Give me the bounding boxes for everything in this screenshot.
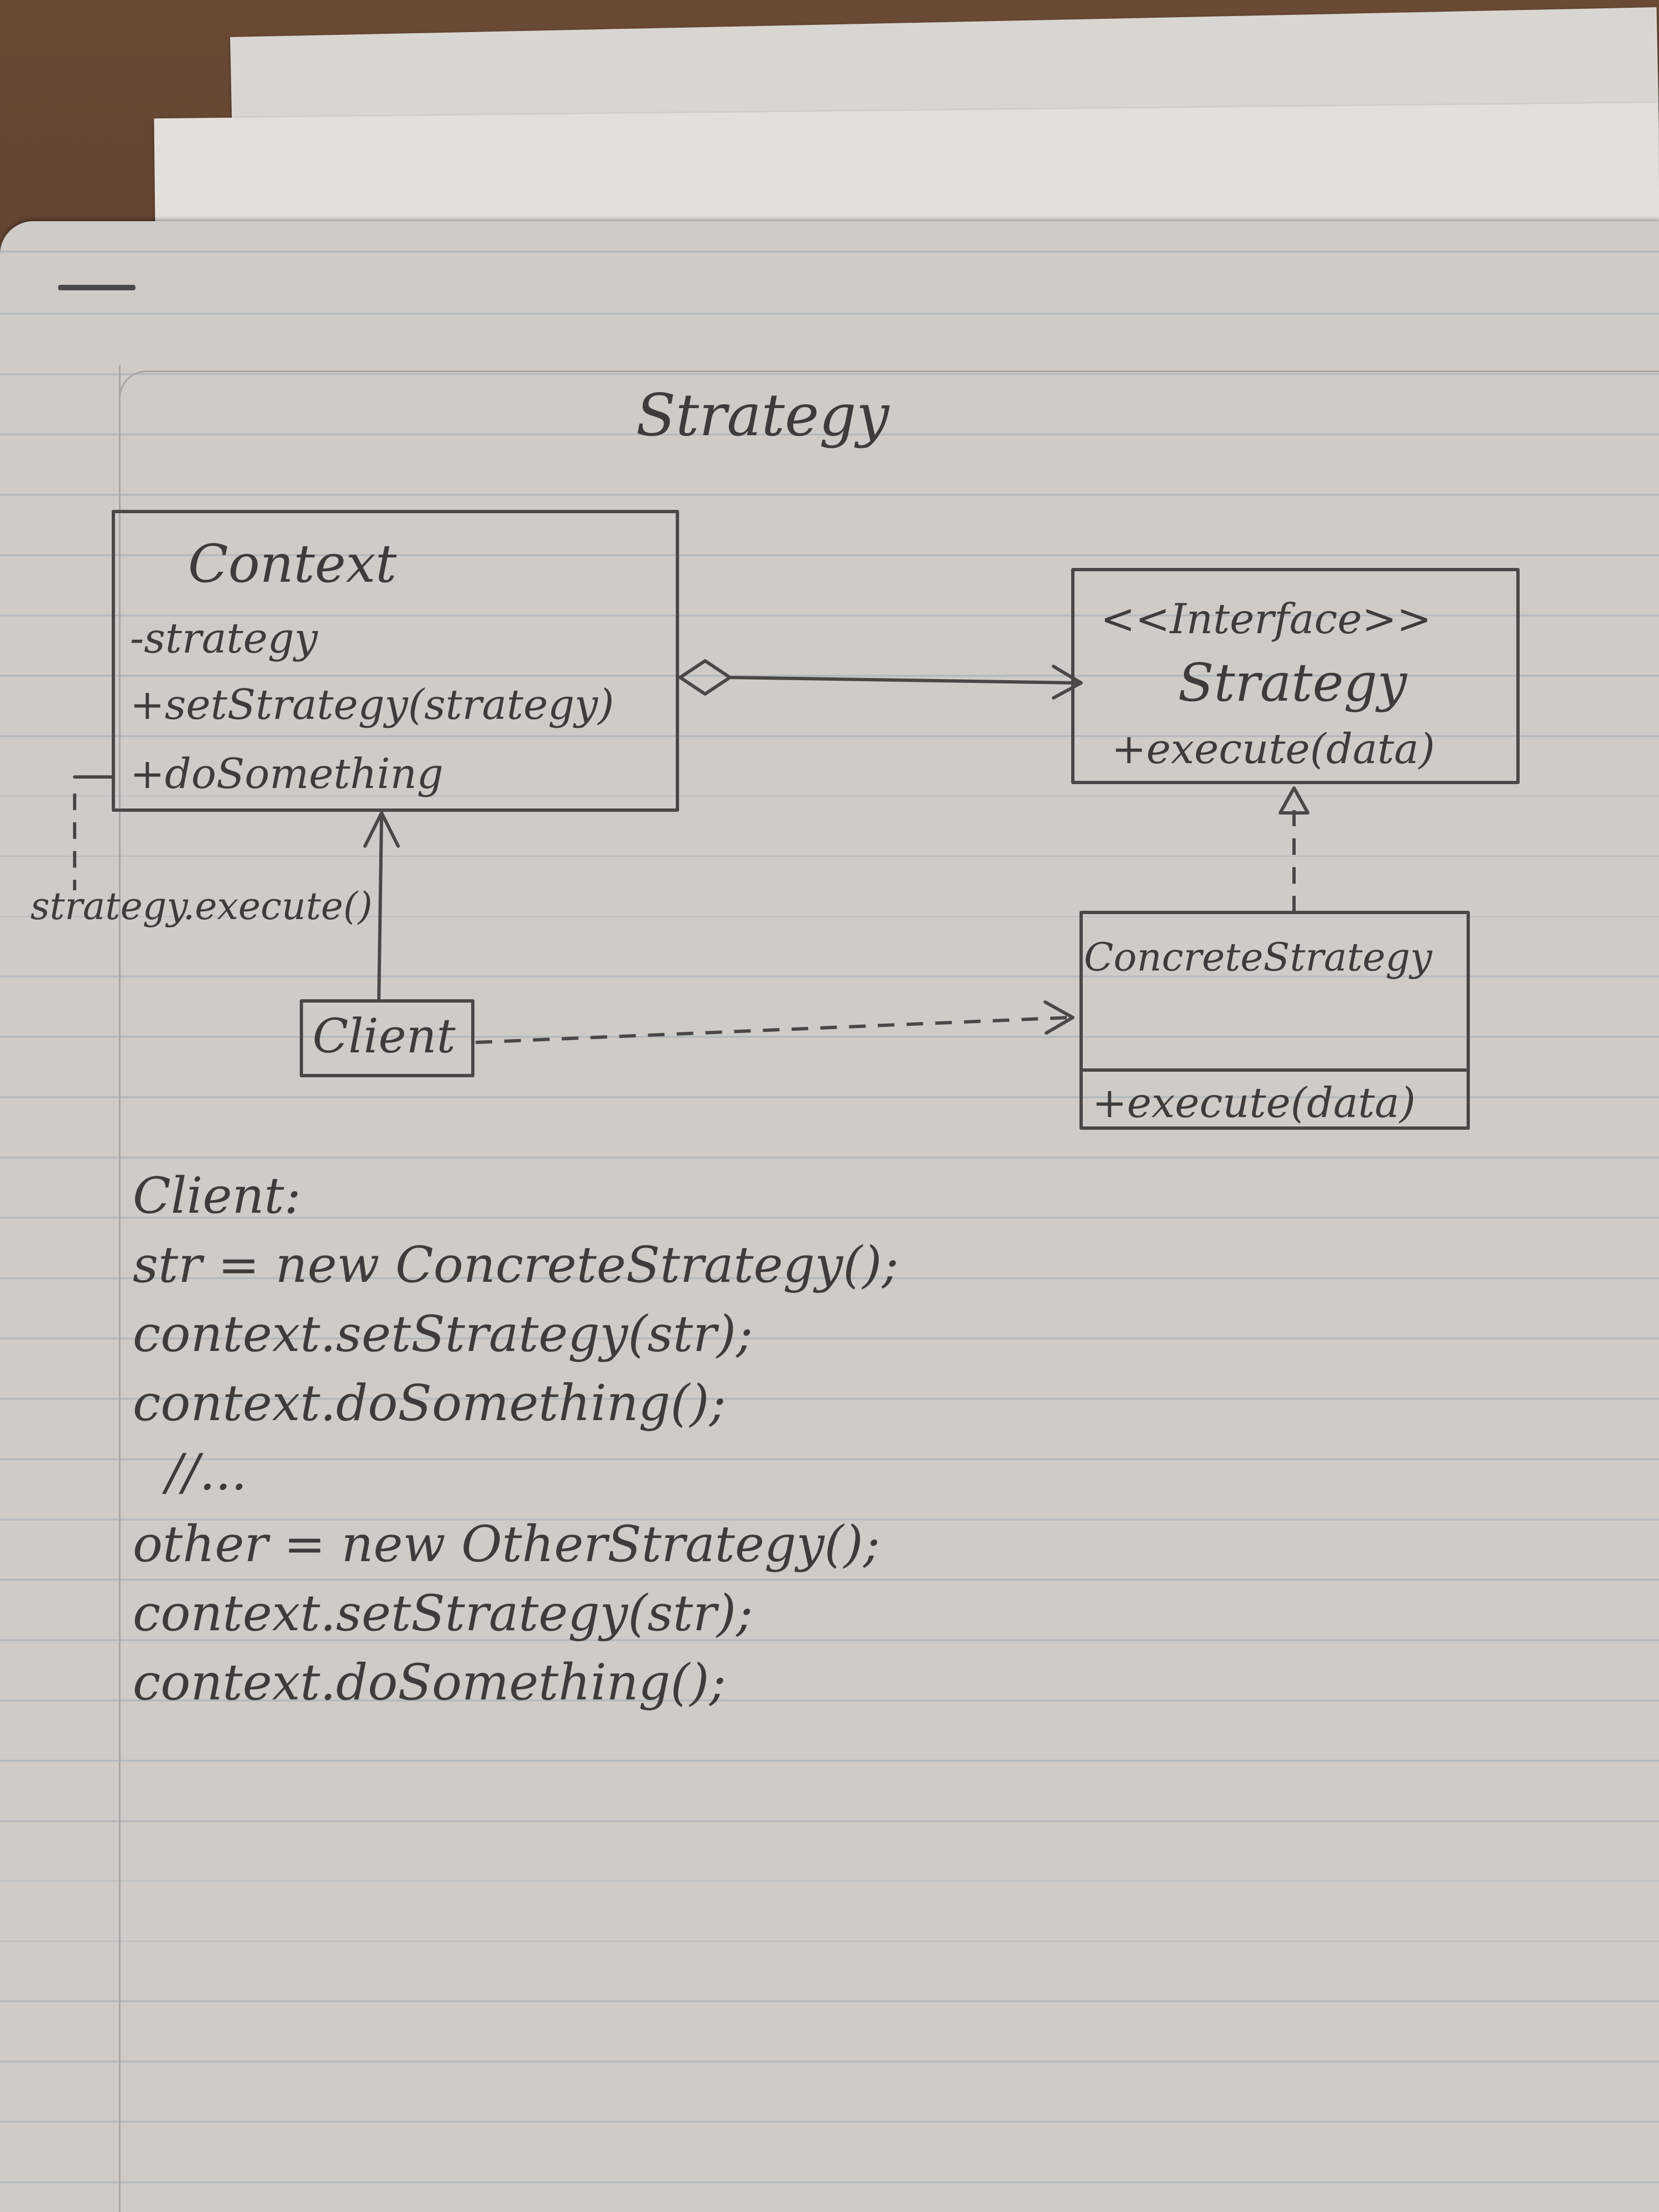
code-heading: Client: bbox=[133, 1167, 301, 1225]
context-member: -strategy bbox=[130, 614, 318, 662]
context-class-box bbox=[112, 510, 679, 812]
code-line: other = new OtherStrategy(); bbox=[133, 1515, 880, 1573]
notebook-page bbox=[0, 221, 1659, 2212]
aggregation-line bbox=[728, 676, 1080, 685]
diagram-title: Strategy bbox=[636, 382, 889, 449]
code-line: context.setStrategy(str); bbox=[133, 1305, 753, 1363]
context-member: +doSomething bbox=[130, 749, 444, 798]
code-line: //... bbox=[166, 1443, 247, 1501]
strategy-interface-box bbox=[1071, 568, 1520, 784]
code-line: str = new ConcreteStrategy(); bbox=[133, 1236, 899, 1294]
client-context-line bbox=[377, 814, 383, 1003]
code-line: context.doSomething(); bbox=[133, 1374, 726, 1432]
concrete-strategy-member: +execute(data) bbox=[1092, 1078, 1416, 1127]
context-class-name: Context bbox=[188, 534, 397, 594]
dependency-arrowhead bbox=[1044, 1000, 1074, 1035]
concrete-strategy-name: ConcreteStrategy bbox=[1084, 935, 1432, 980]
realization-triangle bbox=[1279, 786, 1310, 815]
ruled-lines bbox=[0, 221, 1659, 2212]
margin-line bbox=[119, 365, 121, 2212]
strategy-member: +execute(data) bbox=[1112, 724, 1435, 773]
margin-corner bbox=[119, 371, 1659, 416]
code-line: context.setStrategy(str); bbox=[133, 1584, 753, 1642]
client-concrete-dependency-line bbox=[475, 1016, 1071, 1044]
client-box bbox=[300, 999, 474, 1077]
client-name: Client bbox=[312, 1009, 456, 1064]
pen-mark bbox=[58, 285, 135, 290]
aggregation-arrowhead bbox=[1052, 665, 1083, 700]
aggregation-diamond bbox=[679, 659, 732, 696]
strategy-interface-name: Strategy bbox=[1178, 653, 1407, 713]
client-context-arrowhead bbox=[363, 811, 400, 848]
concrete-strategy-box bbox=[1079, 911, 1470, 1130]
strategy-stereotype: <<Interface>> bbox=[1100, 594, 1432, 643]
note-text: strategy.execute() bbox=[30, 885, 373, 928]
code-line: context.doSomething(); bbox=[133, 1653, 726, 1712]
context-member: +setStrategy(strategy) bbox=[130, 680, 614, 729]
